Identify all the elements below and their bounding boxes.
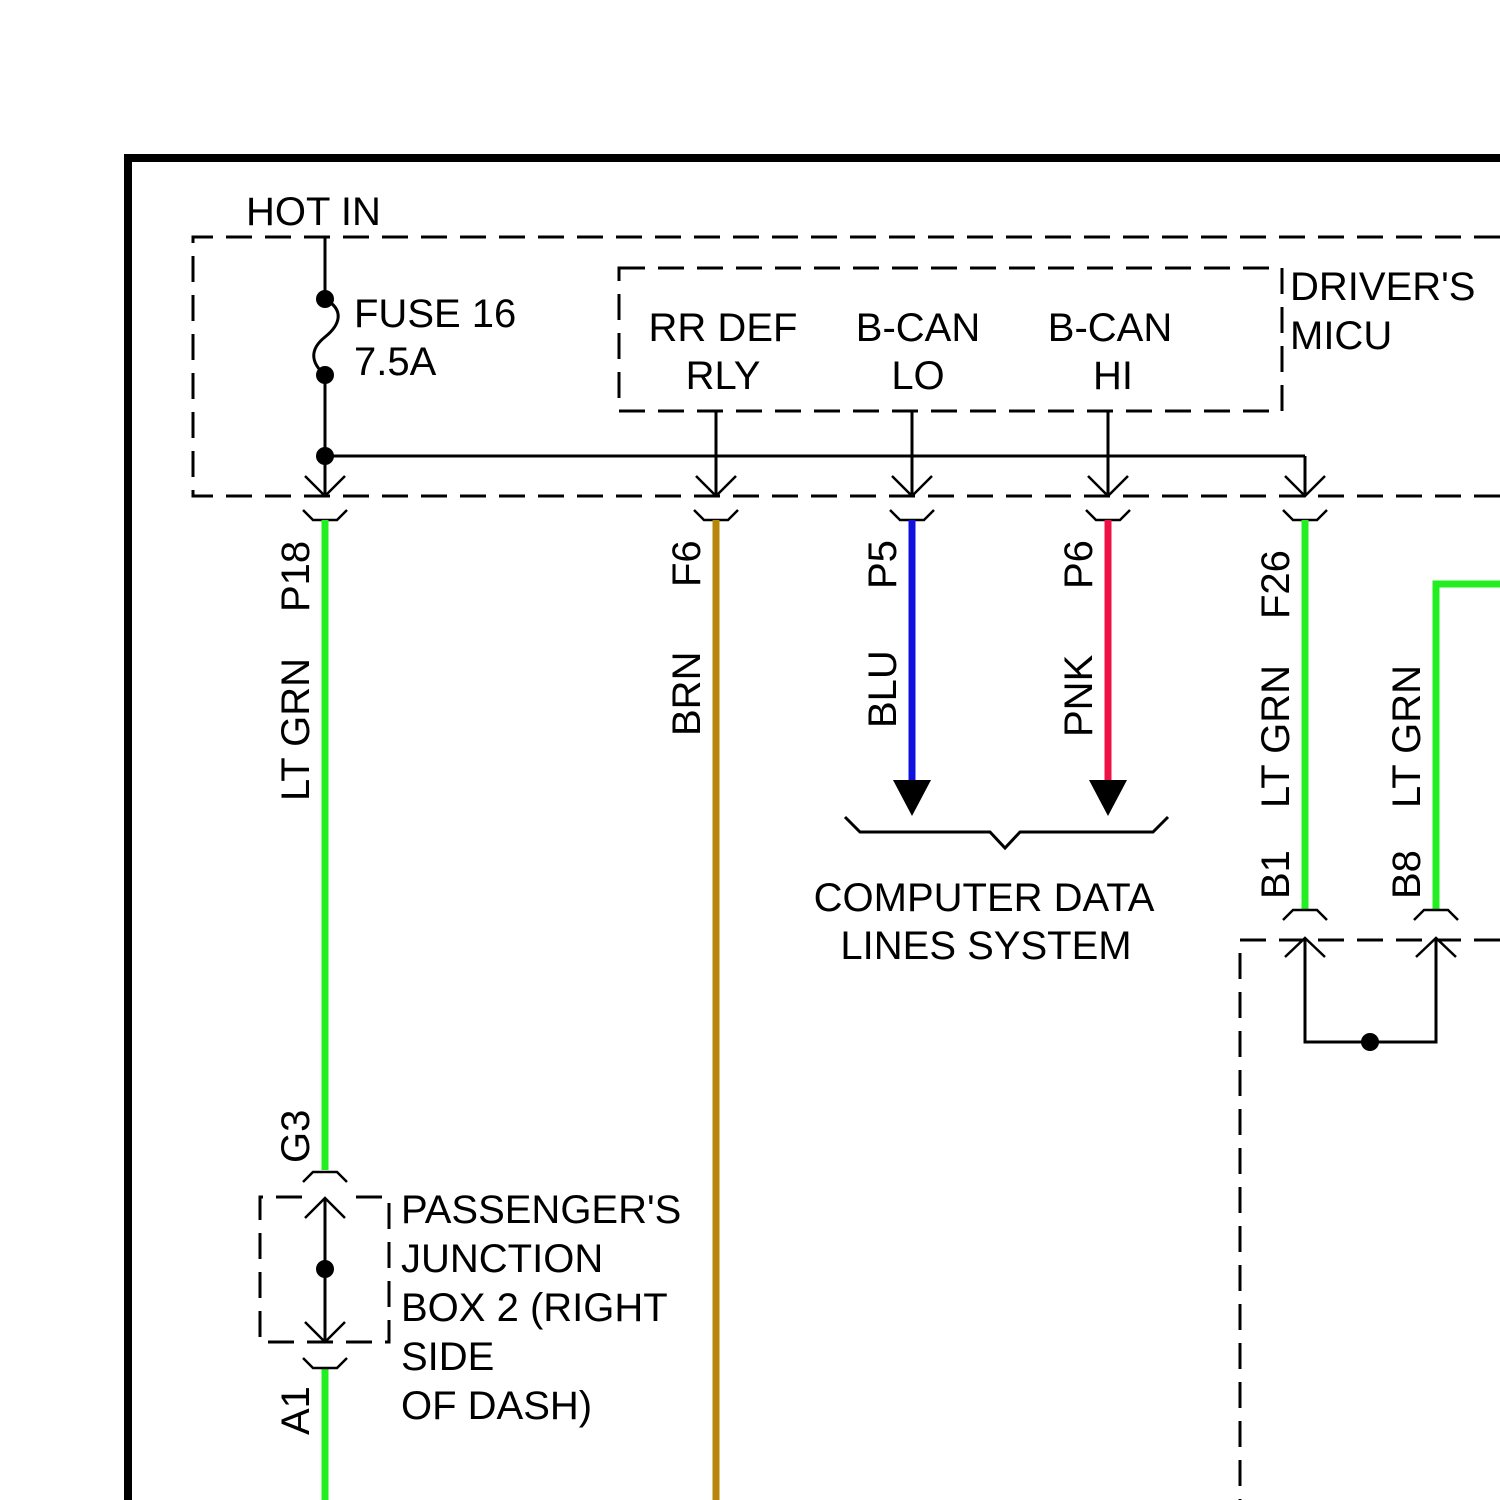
pin-label-p18: P18 — [274, 541, 318, 612]
fuse-rating-label: 7.5A — [354, 340, 437, 384]
color-label-b8: LT GRN — [1385, 665, 1429, 808]
bcan-hi-arrow — [1089, 780, 1127, 816]
color-label-p5: BLU — [861, 650, 905, 728]
pin-label-p6: P6 — [1057, 540, 1101, 589]
pin-label-b1: B1 — [1254, 850, 1298, 899]
page-frame — [128, 158, 1500, 1500]
micu-label: DRIVER'S — [1290, 265, 1475, 309]
junction-label-2: JUNCTION — [401, 1237, 603, 1281]
fuse-symbol — [314, 299, 338, 375]
data-lines-brace — [845, 817, 1168, 848]
color-label-f26: LT GRN — [1254, 665, 1298, 808]
bcan-lo-arrow — [893, 780, 931, 816]
junction-label: PASSENGER'S — [401, 1188, 681, 1232]
junction-label-5: OF DASH) — [401, 1384, 592, 1428]
color-label-p6: PNK — [1057, 654, 1101, 737]
pin-label-p5: P5 — [861, 540, 905, 589]
bcan-hi-label-2: HI — [1093, 354, 1133, 398]
fuse-name-label: FUSE 16 — [354, 292, 516, 336]
bcan-lo-label-2: LO — [891, 354, 944, 398]
bcan-lo-label: B-CAN — [856, 306, 980, 350]
wire-b8 — [1436, 584, 1500, 910]
rr-def-label-2: RLY — [686, 354, 761, 398]
pin-label-f6: F6 — [665, 540, 709, 587]
b1-b8-jumper — [1305, 938, 1436, 1042]
color-label-p18: LT GRN — [274, 658, 318, 801]
data-lines-label: COMPUTER DATA — [814, 876, 1155, 920]
hot-in-label: HOT IN — [246, 190, 381, 234]
pin-label-a1: A1 — [274, 1386, 318, 1435]
junction-splice-dot — [316, 1260, 334, 1278]
junction-label-3: BOX 2 (RIGHT — [401, 1286, 668, 1330]
jumper-splice-dot — [1361, 1033, 1379, 1051]
junction-label-4: SIDE — [401, 1335, 494, 1379]
rr-def-label: RR DEF — [649, 306, 798, 350]
right-junction-outline — [1240, 940, 1500, 1500]
pin-label-g3: G3 — [274, 1110, 318, 1163]
pin-label-f26: F26 — [1254, 550, 1298, 619]
micu-label-2: MICU — [1290, 314, 1392, 358]
bcan-hi-label: B-CAN — [1048, 306, 1172, 350]
pin-label-b8: B8 — [1385, 850, 1429, 899]
color-label-f6: BRN — [665, 652, 709, 736]
data-lines-label-2: LINES SYSTEM — [840, 924, 1131, 968]
